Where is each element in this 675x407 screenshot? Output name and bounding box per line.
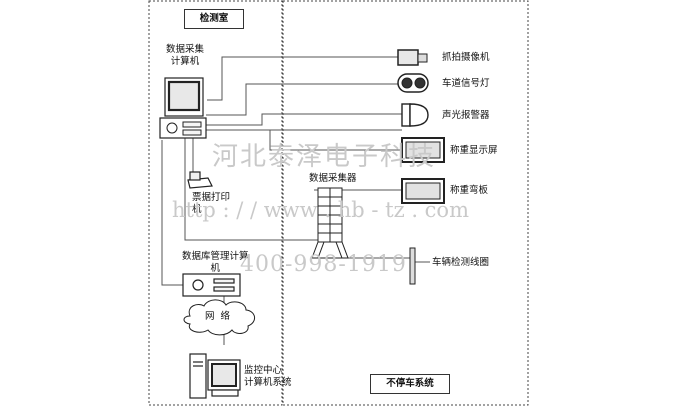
alarm-label: 声光报警器 (442, 110, 490, 121)
database-computer-label: 数据库管理计算 机 (182, 251, 249, 274)
control-room-border (148, 0, 283, 406)
database-computer-icon (182, 273, 241, 297)
data-collector-icon (311, 187, 349, 259)
vehicle-loop-icon (409, 247, 416, 285)
network-label: 网 络 (205, 311, 231, 322)
weighing-display-label: 称重显示屏 (450, 145, 498, 156)
lane-signal-icon (397, 73, 429, 93)
weighing-display-icon (401, 137, 445, 163)
control-room-label: 检测室 (184, 9, 244, 29)
ticket-printer-icon (187, 171, 213, 189)
non-stop-system-label: 不停车系统 (370, 374, 450, 394)
vehicle-loop-label: 车辆检测线圈 (432, 257, 490, 268)
weighing-plate-label: 称重弯板 (450, 185, 489, 196)
monitor-center-computer-icon (189, 353, 241, 399)
data-collector-label: 数据采集器 (309, 173, 357, 184)
connection-lines (161, 56, 430, 345)
data-acquisition-computer-icon (159, 77, 207, 139)
ticket-printer-label: 票据打印 机 (192, 192, 231, 215)
weighing-plate-icon (401, 178, 445, 204)
data-acquisition-computer-label: 数据采集 计算机 (166, 44, 205, 67)
network-cloud-icon (183, 299, 255, 336)
alarm-icon (401, 103, 429, 127)
system-border (282, 0, 529, 406)
capture-camera-icon (397, 49, 428, 66)
monitor-center-label: 监控中心 计算机系统 (244, 365, 292, 388)
capture-camera-label: 抓拍摄像机 (442, 52, 490, 63)
lane-signal-label: 车道信号灯 (442, 78, 490, 89)
